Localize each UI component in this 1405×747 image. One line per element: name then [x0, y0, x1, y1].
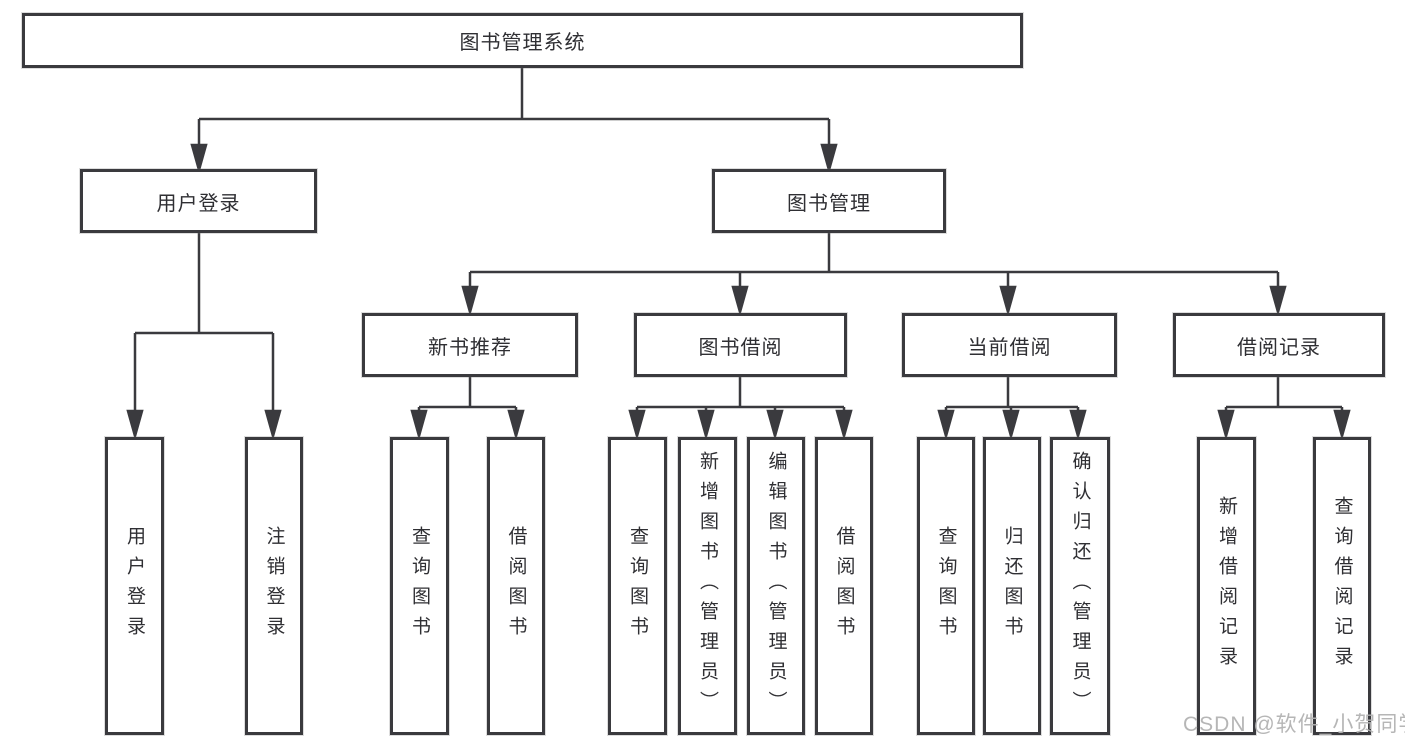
node-label: 新增图书（管理员） — [697, 451, 718, 721]
node-label: 图书管理系统 — [459, 32, 586, 54]
leaf-edit-books-admin: 编辑图书（管理员） — [747, 437, 805, 735]
leaf-logout: 注销登录 — [245, 437, 303, 735]
leaf-user-login: 用户登录 — [105, 437, 164, 735]
leaf-query-books-current: 查询图书 — [917, 437, 975, 735]
node-new-book-recommend: 新书推荐 — [362, 313, 578, 377]
node-library-management-system: 图书管理系统 — [22, 13, 1023, 68]
node-borrow-records: 借阅记录 — [1173, 313, 1385, 377]
connector-group — [126, 68, 1351, 441]
node-current-borrow: 当前借阅 — [902, 313, 1117, 377]
leaf-query-borrow-record: 查询借阅记录 — [1313, 437, 1371, 735]
leaf-query-books-recommend: 查询图书 — [390, 437, 449, 735]
node-label: 确认归还（管理员） — [1069, 451, 1091, 721]
node-label: 借阅图书 — [505, 526, 527, 646]
node-label: 当前借阅 — [967, 336, 1052, 359]
node-label: 查询图书 — [409, 526, 430, 646]
leaf-borrow-books-recommend: 借阅图书 — [487, 437, 545, 735]
node-label: 归还图书 — [1001, 526, 1023, 646]
leaf-add-books-admin: 新增图书（管理员） — [678, 437, 737, 735]
node-label: 编辑图书（管理员） — [765, 451, 787, 721]
node-label: 查询图书 — [935, 526, 957, 646]
node-label: 用户登录 — [124, 526, 145, 646]
node-label: 用户登录 — [156, 192, 241, 215]
node-book-management: 图书管理 — [712, 169, 946, 233]
node-label: 借阅图书 — [833, 526, 855, 646]
leaf-return-books: 归还图书 — [983, 437, 1041, 735]
node-label: 新增借阅记录 — [1216, 496, 1237, 676]
node-user-login: 用户登录 — [80, 169, 317, 233]
node-label: 新书推荐 — [428, 336, 512, 359]
leaf-confirm-return-admin: 确认归还（管理员） — [1050, 437, 1110, 735]
node-book-borrow: 图书借阅 — [634, 313, 847, 377]
node-label: 借阅记录 — [1237, 336, 1321, 359]
leaf-query-books-borrow: 查询图书 — [608, 437, 667, 735]
node-label: 查询借阅记录 — [1331, 496, 1353, 676]
csdn-watermark: CSDN @软件_小贺同学 — [1183, 713, 1405, 736]
node-label: 图书管理 — [787, 192, 871, 215]
node-label: 图书借阅 — [698, 336, 783, 359]
leaf-borrow-books: 借阅图书 — [815, 437, 873, 735]
leaf-add-borrow-record: 新增借阅记录 — [1197, 437, 1256, 735]
node-label: 查询图书 — [627, 526, 648, 646]
node-label: 注销登录 — [263, 526, 285, 646]
